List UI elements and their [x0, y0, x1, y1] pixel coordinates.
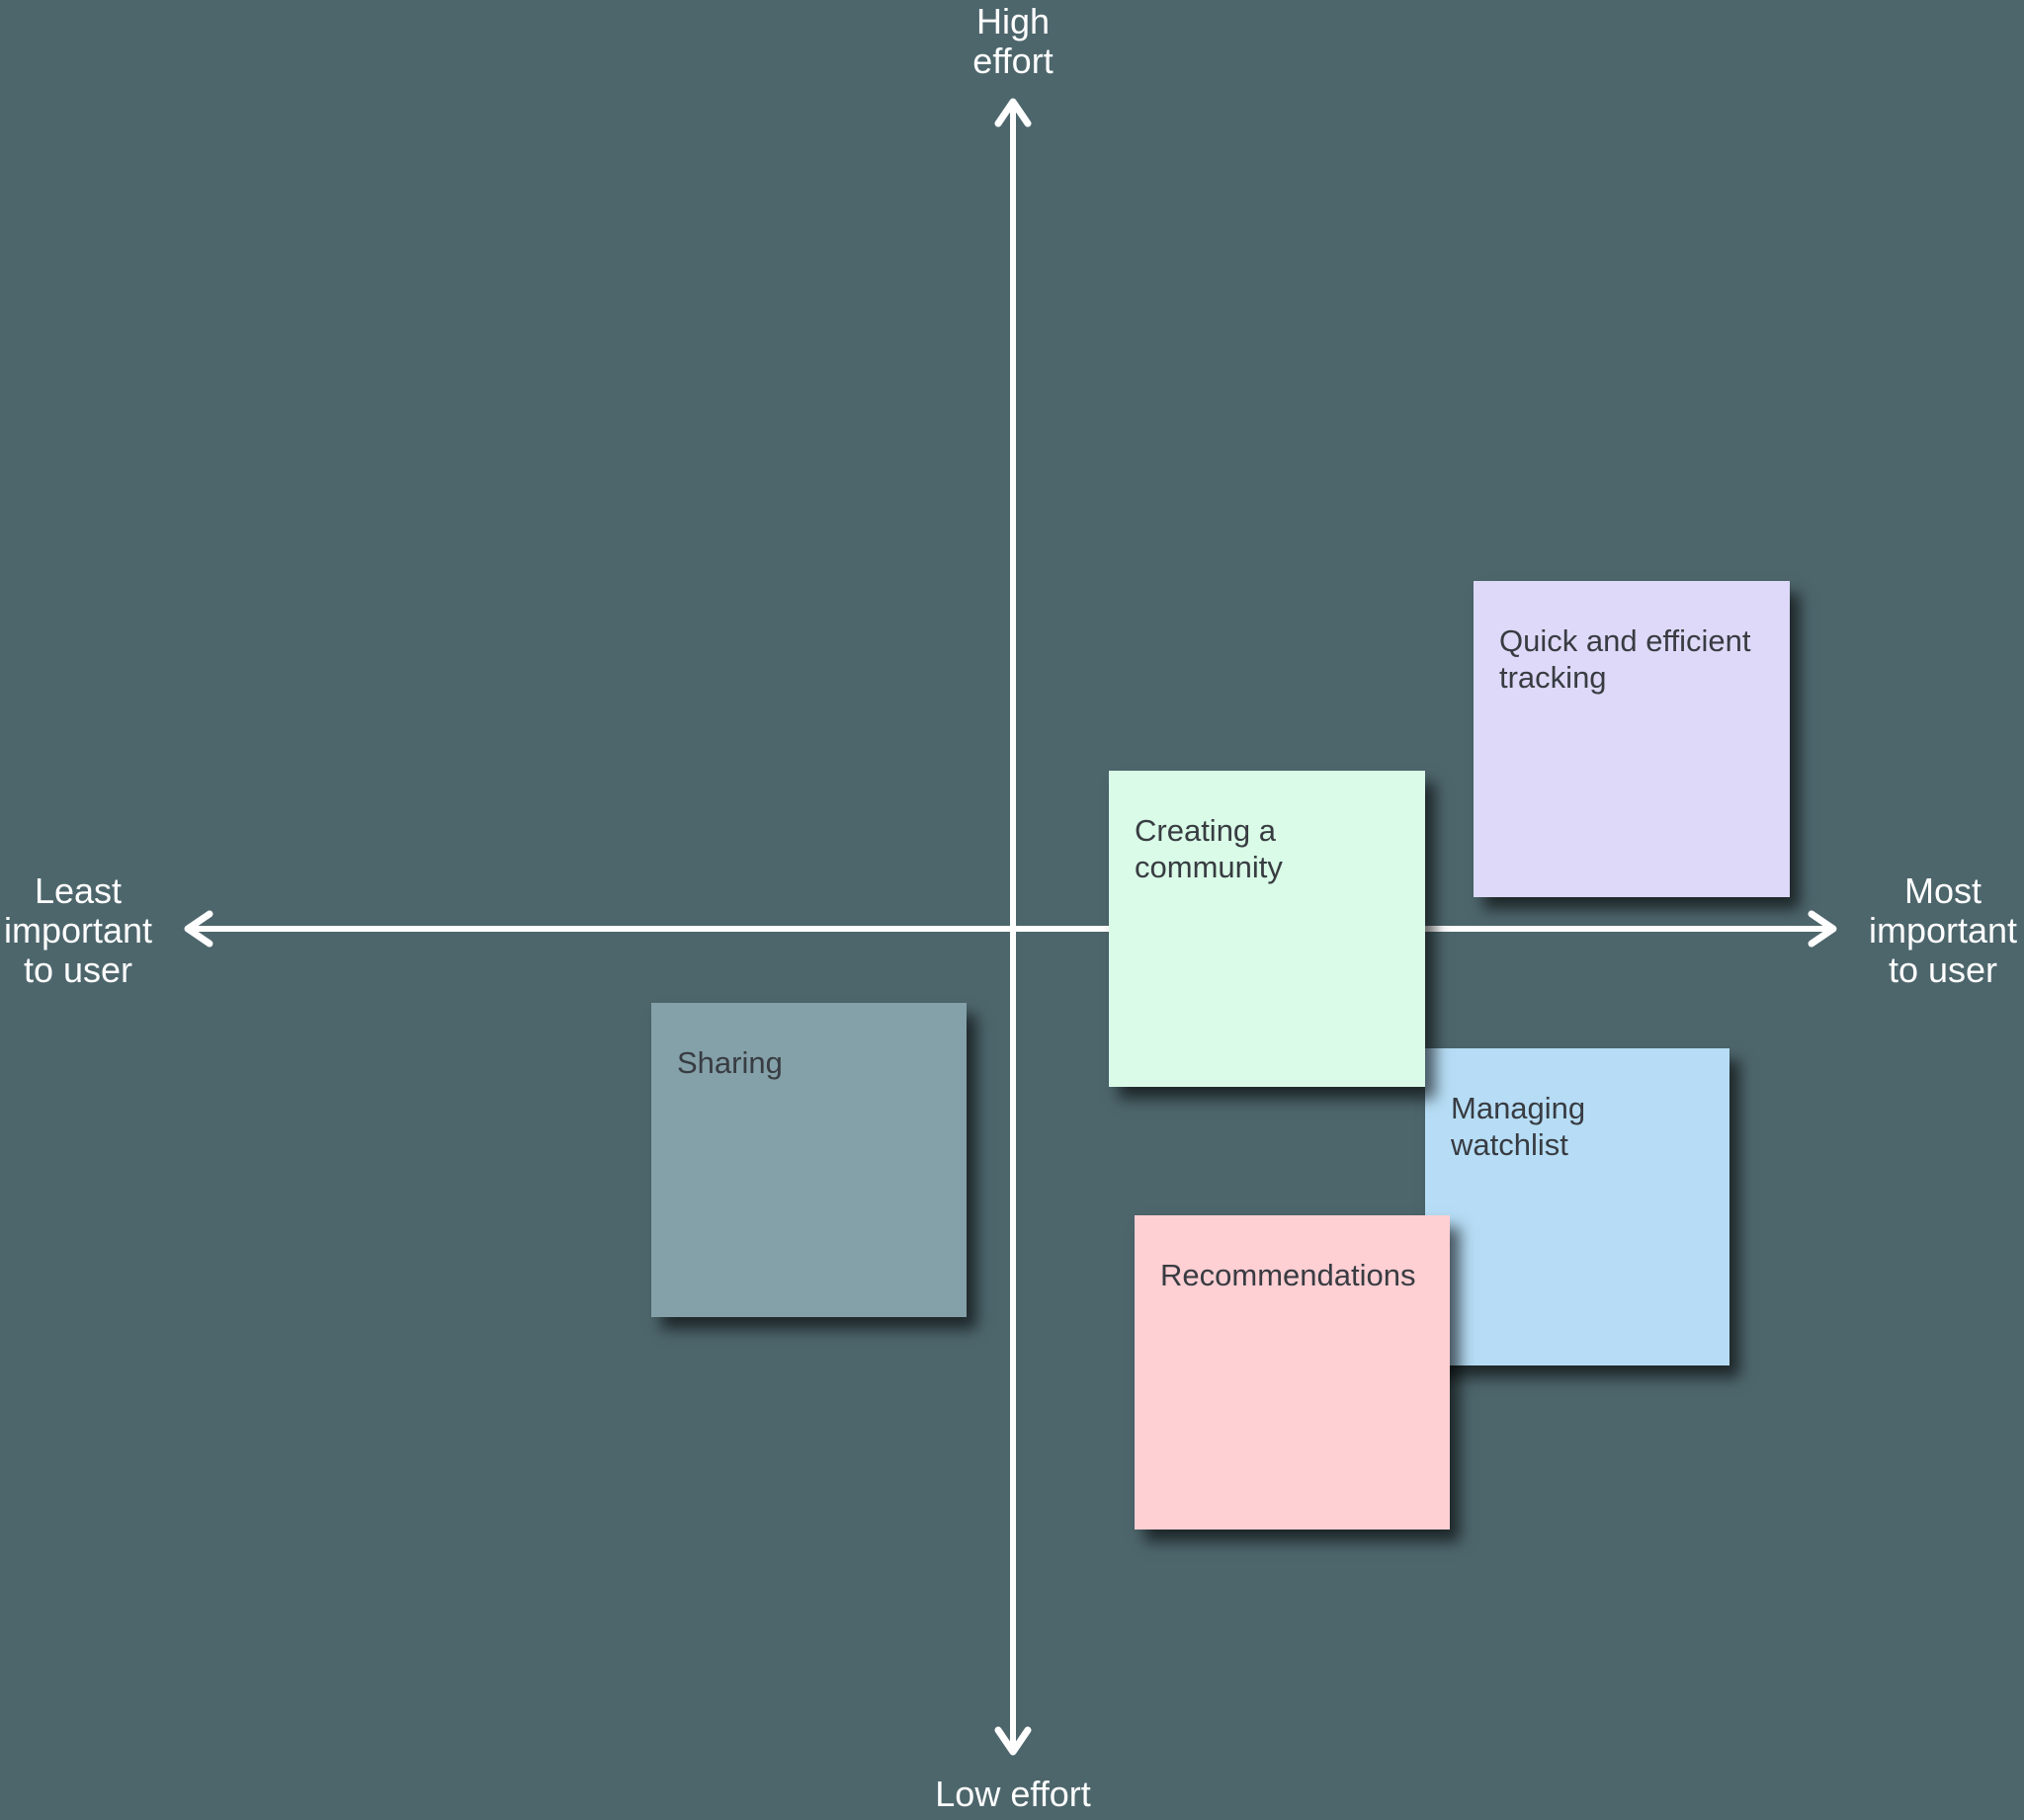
arrowhead-left-icon [184, 910, 213, 948]
axis-label-most-important: Most important to user [1868, 870, 2018, 990]
arrowhead-up-icon [994, 98, 1032, 127]
arrowhead-down-icon [994, 1726, 1032, 1756]
sticky-note-quick-and-efficient-tracking[interactable]: Quick and efficient tracking [1474, 581, 1790, 897]
sticky-note-managing-watchlist[interactable]: Managing watchlist [1425, 1048, 1729, 1365]
axis-label-high-effort: High effort [972, 1, 1054, 81]
arrowhead-right-icon [1808, 910, 1837, 948]
axis-label-low-effort: Low effort [935, 1774, 1091, 1814]
axis-label-least-important: Least important to user [3, 870, 153, 990]
sticky-note-creating-a-community[interactable]: Creating a community [1109, 771, 1425, 1087]
sticky-note-sharing[interactable]: Sharing [651, 1003, 967, 1317]
sticky-note-recommendations[interactable]: Recommendations [1135, 1215, 1450, 1530]
